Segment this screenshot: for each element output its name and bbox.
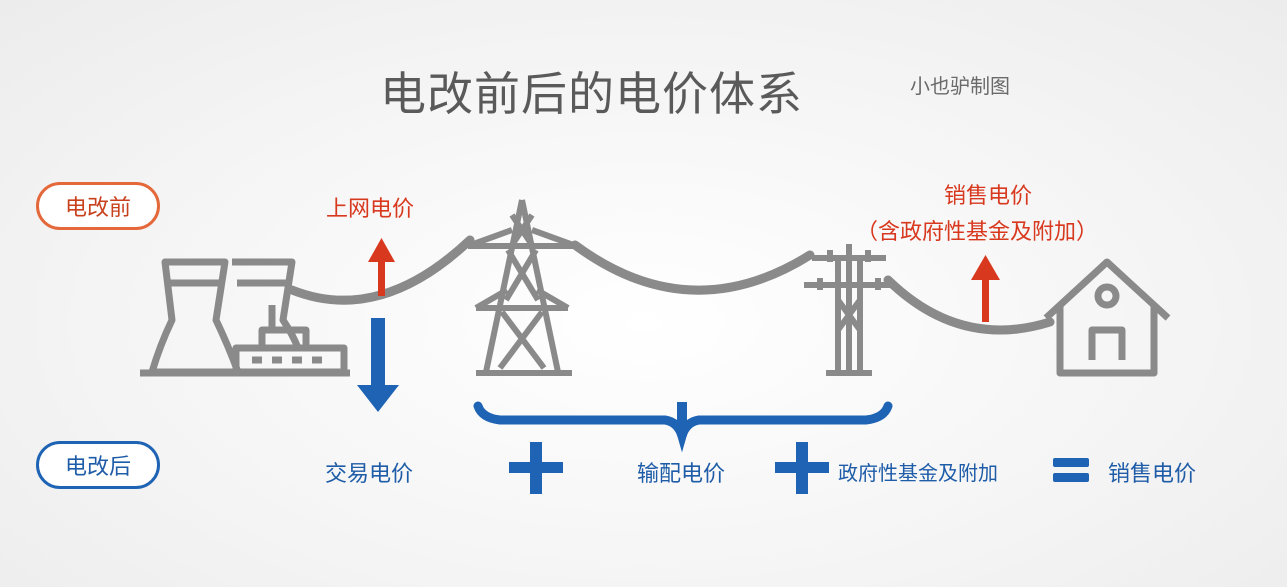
- transmission-price-label: 输配电价: [637, 462, 726, 487]
- utility-pole-icon: [804, 244, 896, 376]
- grid-price-up-arrow: [368, 238, 395, 296]
- gov-fund-label: 政府性基金及附加: [838, 461, 998, 485]
- house-icon: [1043, 258, 1171, 377]
- sales-price-label-after: 销售电价: [1108, 462, 1197, 487]
- plus-sign-2: [775, 442, 829, 494]
- author-credit: 小也驴制图: [910, 74, 1010, 98]
- sales-price-up-arrow: [971, 255, 1000, 322]
- power-plant-icon: [140, 258, 350, 377]
- plus-sign-1: [509, 442, 563, 494]
- grid-price-label: 上网电价: [326, 197, 415, 222]
- diagram-title: 电改前后的电价体系: [380, 67, 803, 121]
- sales-price-label-before: 销售电价: [944, 184, 1033, 209]
- trade-price-down-arrow: [357, 318, 399, 412]
- power-cables: [287, 235, 1055, 335]
- trade-price-label: 交易电价: [325, 462, 414, 487]
- equals-sign: [1053, 458, 1089, 482]
- brace-center-stem: [677, 402, 687, 436]
- before-reform-tag: 电改前: [36, 182, 160, 230]
- after-reform-tag: 电改后: [36, 441, 160, 489]
- sales-price-note: （含政府性基金及附加）: [856, 220, 1099, 245]
- transmission-tower-icon: [466, 199, 578, 376]
